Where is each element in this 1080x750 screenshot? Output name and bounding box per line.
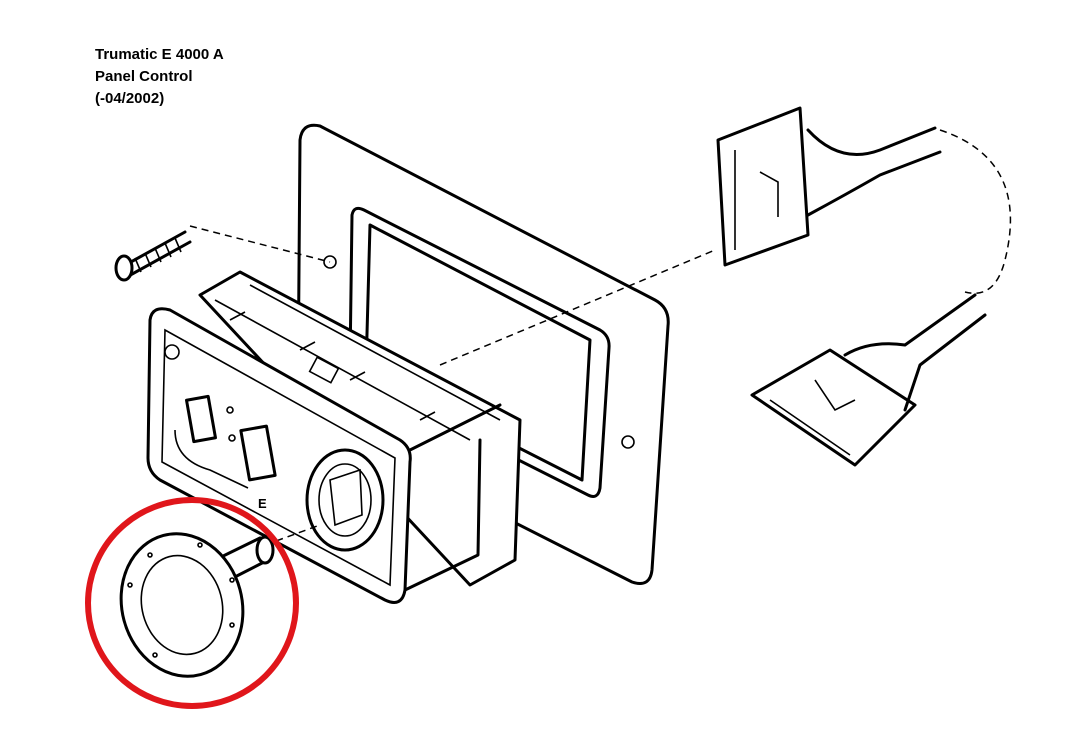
switch-label: E xyxy=(258,496,267,511)
screw xyxy=(114,230,192,282)
highlight-circle xyxy=(85,497,299,709)
temperature-knob xyxy=(119,532,275,678)
connector-bottom xyxy=(750,293,987,467)
diagram-title: Trumatic E 4000 A Panel Control (-04/200… xyxy=(95,44,224,110)
control-unit: E xyxy=(146,270,522,604)
dial-socket xyxy=(305,448,385,552)
title-part: Panel Control xyxy=(95,68,193,85)
rocker-switch-right xyxy=(239,424,277,482)
connector-top xyxy=(716,106,1012,294)
title-date: (-04/2002) xyxy=(95,90,165,107)
title-model: Trumatic E 4000 A xyxy=(95,46,224,63)
rocker-switch-left xyxy=(174,394,249,489)
